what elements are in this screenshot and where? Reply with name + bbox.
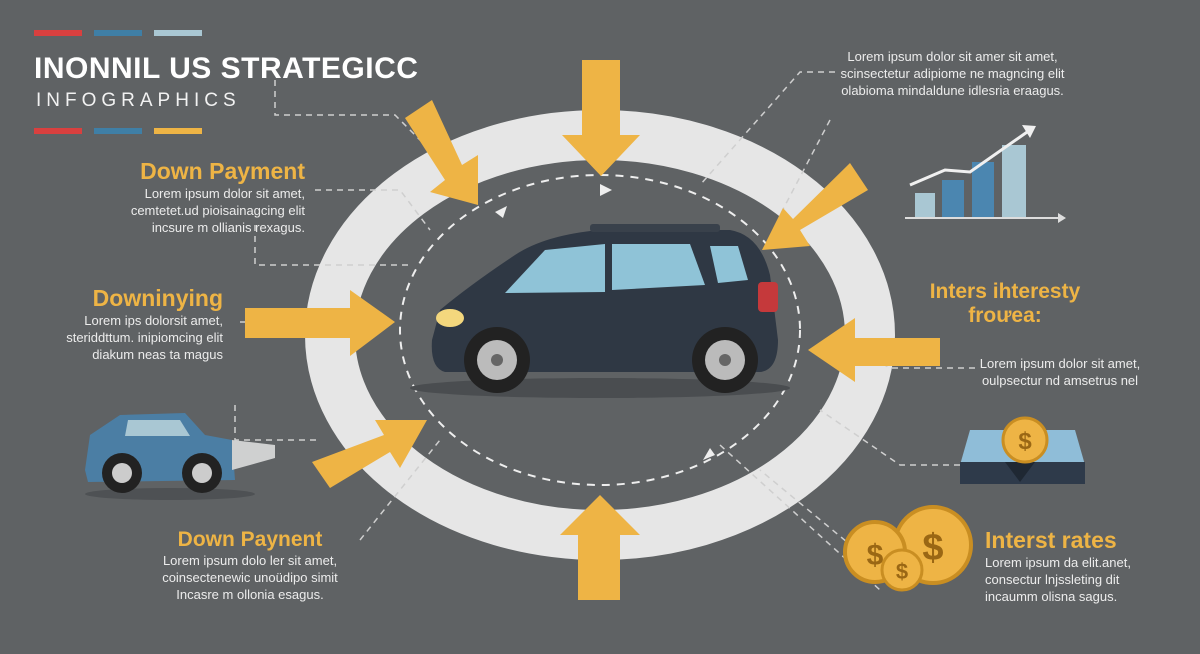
arrow-right: [808, 318, 940, 382]
section-line: Lorem ipsum da elit.anet,: [985, 555, 1131, 570]
section-line: consectur lnjssleting dit: [985, 572, 1120, 587]
section-heading: Interst rates: [985, 527, 1117, 553]
svg-text:$: $: [922, 527, 943, 569]
section-heading: Down Paynent: [177, 528, 323, 551]
yellow-arrows: [245, 60, 940, 600]
coins-icon: $ $ $: [843, 505, 973, 592]
arrow-bottom-left: [312, 420, 427, 488]
section-line: diakum neas ta magus: [92, 347, 223, 362]
svg-text:$: $: [1018, 428, 1032, 455]
section-heading: Down Payment: [140, 158, 305, 184]
arrow-top-left: [405, 100, 478, 205]
section-line: Lorem ipsum dolor sit amet,: [144, 186, 305, 201]
main-car-illustration: [410, 224, 790, 398]
section-down-payment: Down Payment Lorem ipsum dolor sit amet,…: [45, 158, 305, 236]
section-line: incsure m ollianis rexagus.: [151, 220, 305, 235]
section-line: scinsectetur adipiome ne magncing elit: [840, 66, 1065, 81]
top-color-bars: [34, 30, 202, 36]
section-line: Lorem ips dolorsit amet,: [84, 313, 223, 328]
section-interest-text: Lorem ipsum dolor sit amet, oulpsectur n…: [965, 355, 1155, 389]
section-heading: Downinying: [92, 285, 223, 311]
blue-car-illustration: [85, 413, 275, 500]
section-heading-line2: froưea:: [968, 304, 1042, 327]
inner-dashed-ring: [399, 174, 801, 486]
arrow-top: [562, 60, 640, 176]
arrow-bottom: [560, 495, 640, 600]
section-line: Incasre m ollonia esagus.: [176, 587, 324, 602]
section-interest-rates: Interst rates Lorem ipsum da elit.anet, …: [985, 527, 1185, 605]
section-line: coinsectenewic unoüdipo simit: [162, 570, 338, 585]
section-line: oulpsectur nd amsetrus nel: [981, 373, 1139, 388]
section-line: Lorem ipsum dolor sit amer sit amet,: [847, 49, 1058, 64]
section-line: Lorem ipsum dolor sit amet,: [979, 356, 1141, 371]
section-line: steriddttum. inipiomcing elit: [66, 330, 223, 345]
section-line: incaumm olisna sagus.: [985, 589, 1118, 604]
section-top-right: Lorem ipsum dolor sit amer sit amet, sci…: [830, 48, 1075, 99]
arrow-right-upper: [762, 163, 868, 250]
section-downinying: Downinying Lorem ips dolorsit amet, ster…: [3, 285, 223, 363]
section-down-paynent: Down Paynent Lorem ipsum dolo ler sit am…: [140, 528, 360, 603]
section-line: cemtetet.ud pioisainagcing elit: [130, 203, 305, 218]
section-line: olabiomа mindaldune idlesria eraagus.: [841, 83, 1064, 98]
page-title: INONNIL US STRATEGICC: [34, 52, 419, 85]
bottom-color-bars: [34, 128, 202, 134]
money-card-icon: $: [960, 416, 1085, 484]
section-interest: Inters ihteresty froưea:: [905, 280, 1105, 328]
growth-chart-icon: [905, 125, 1066, 223]
page-subtitle: INFOGRAPHICS: [36, 90, 241, 111]
arrow-left: [245, 290, 395, 356]
svg-text:$: $: [867, 539, 884, 572]
section-heading: Inters ihteresty: [929, 280, 1081, 303]
svg-text:$: $: [896, 559, 908, 584]
section-line: Lorem ipsum dolo ler sit amet,: [162, 553, 338, 568]
